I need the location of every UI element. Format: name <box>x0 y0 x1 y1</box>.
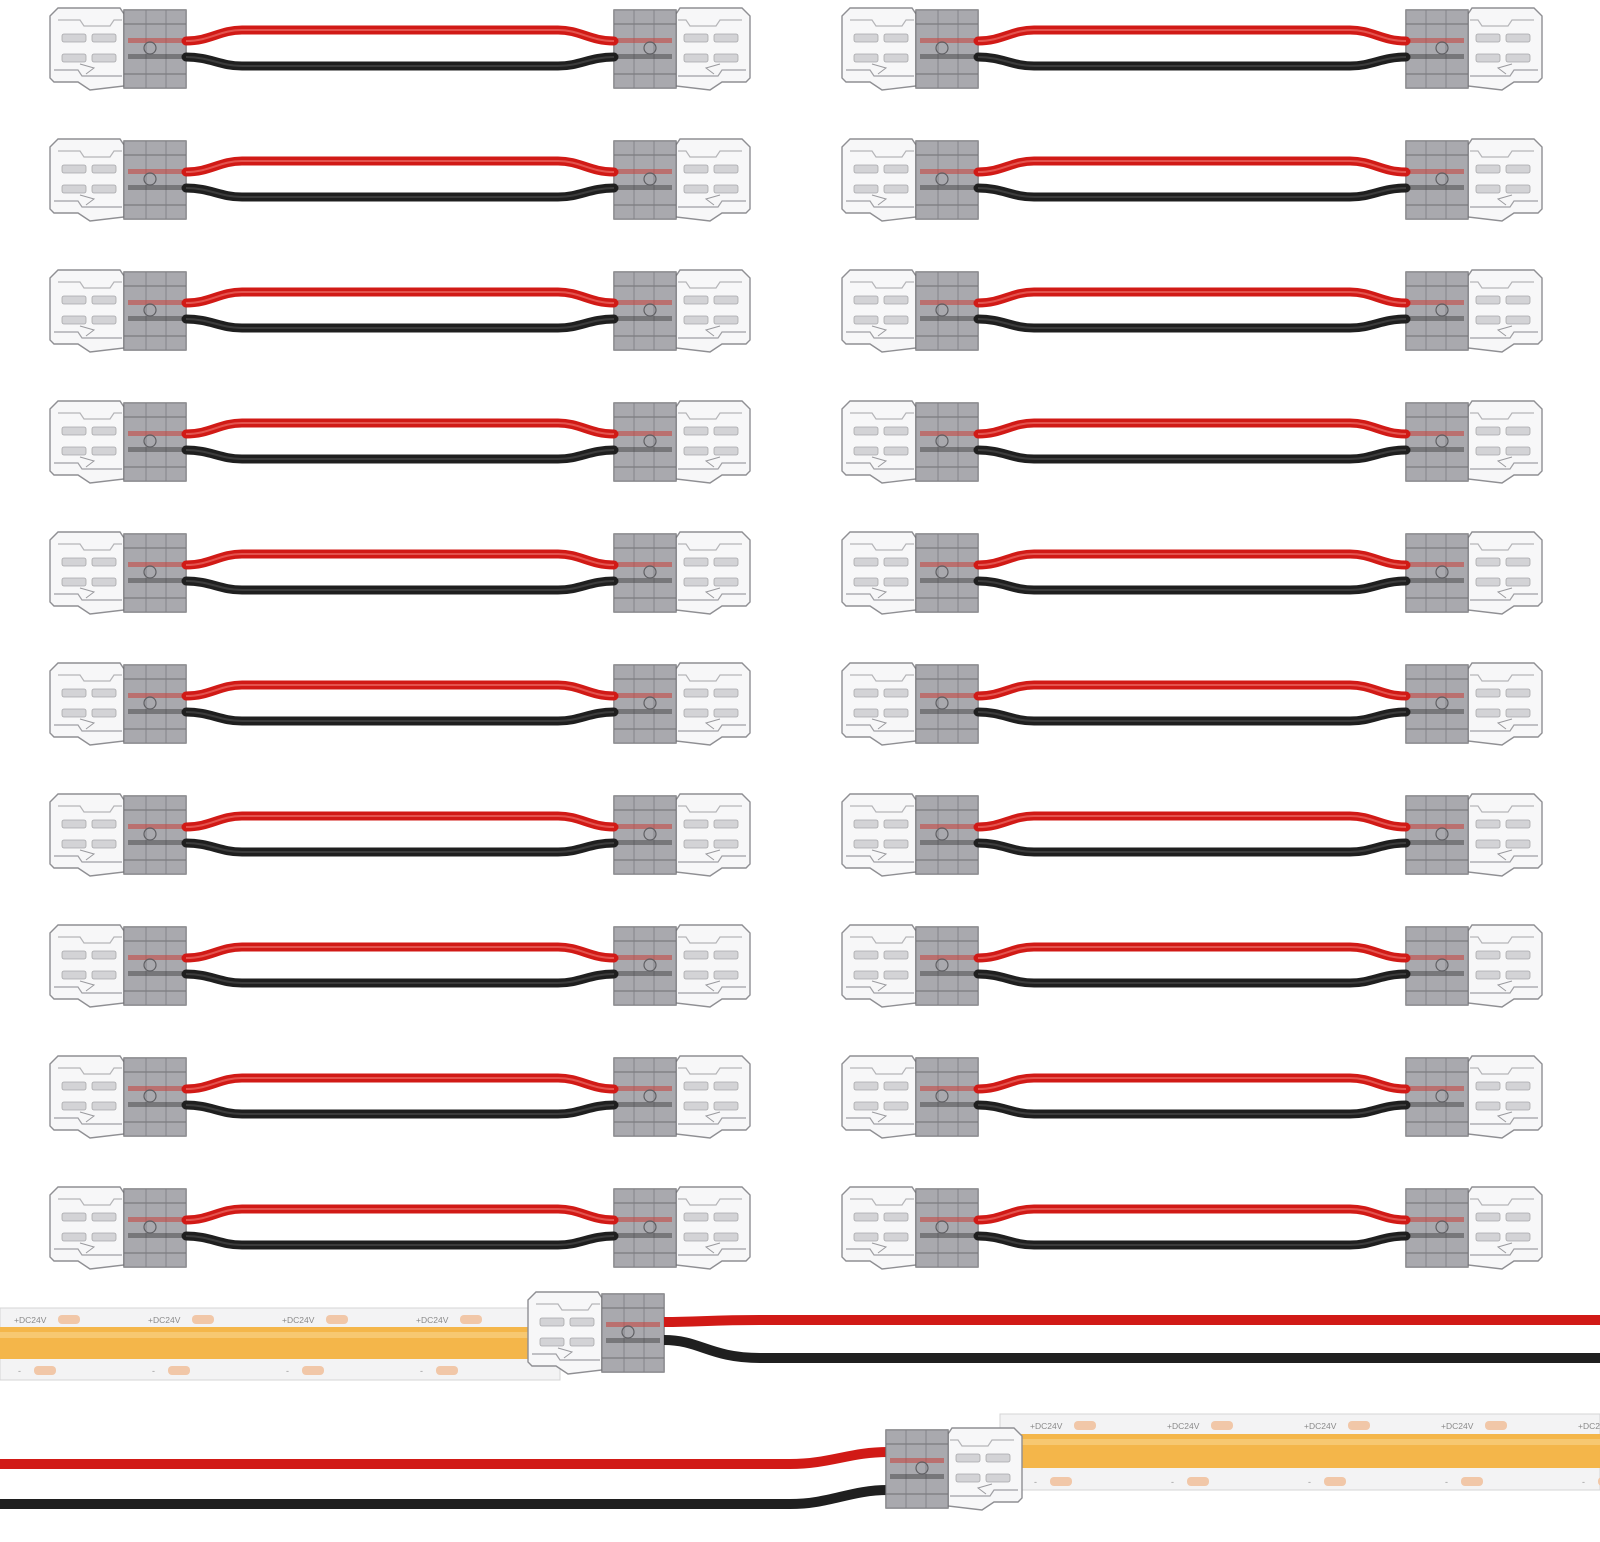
strip-polarity-label: +DC24V <box>1304 1421 1337 1431</box>
strip-minus-label: - <box>152 1366 155 1376</box>
solder-pad <box>34 1366 56 1375</box>
jumper-connector <box>842 1187 1542 1269</box>
jumper-connector <box>842 270 1542 352</box>
strip-minus-label: - <box>1034 1477 1037 1487</box>
jumper-connector <box>842 794 1542 876</box>
connector-grid <box>50 8 1542 1269</box>
jumper-connector <box>842 8 1542 90</box>
strip-polarity-label: +DC24V <box>416 1315 449 1325</box>
strip-minus-label: - <box>1445 1477 1448 1487</box>
jumper-connector <box>50 532 750 614</box>
solder-pad <box>460 1315 482 1324</box>
solder-pad <box>1324 1477 1346 1486</box>
strip-polarity-label: +DC24V <box>1167 1421 1200 1431</box>
strip-minus-label: - <box>1171 1477 1174 1487</box>
solder-pad <box>1348 1421 1370 1430</box>
jumper-connector <box>842 532 1542 614</box>
solder-pad <box>326 1315 348 1324</box>
solder-pad <box>302 1366 324 1375</box>
solder-pad <box>192 1315 214 1324</box>
strip-polarity-label: +DC24V <box>1441 1421 1474 1431</box>
strip-polarity-label: +DC24V <box>1030 1421 1063 1431</box>
jumper-connector <box>50 8 750 90</box>
jumper-connector <box>50 663 750 745</box>
led-strip-demo-bottom: +DC24V - +DC24V - +DC24V - +DC24V - +DC24V - <box>0 1413 1600 1511</box>
solder-pad <box>1050 1477 1072 1486</box>
strip-polarity-label: +DC24V <box>148 1315 181 1325</box>
strip-polarity-label: +DC24V <box>14 1315 47 1325</box>
solder-pad <box>436 1366 458 1375</box>
strip-minus-label: - <box>420 1366 423 1376</box>
solder-pad <box>1074 1421 1096 1430</box>
strip-minus-label: - <box>18 1366 21 1376</box>
solder-pad <box>1187 1477 1209 1486</box>
strip-connector-bottom <box>885 1427 1023 1511</box>
solder-pad <box>1485 1421 1507 1430</box>
strip-minus-label: - <box>286 1366 289 1376</box>
jumper-connector <box>50 925 750 1007</box>
solder-pad <box>168 1366 190 1375</box>
jumper-connector <box>842 663 1542 745</box>
strip-polarity-label: +DC24V <box>1578 1421 1600 1431</box>
jumper-connector <box>842 925 1542 1007</box>
jumper-connector <box>50 139 750 221</box>
solder-pad <box>1461 1477 1483 1486</box>
strip-minus-label: - <box>1582 1477 1585 1487</box>
led-strip-demo-top: +DC24V - +DC24V - +DC24V - +DC24V - <box>0 1291 1600 1381</box>
jumper-connector <box>842 139 1542 221</box>
strip-connector-top <box>527 1291 665 1375</box>
solder-pad <box>1211 1421 1233 1430</box>
strip-minus-label: - <box>1308 1477 1311 1487</box>
jumper-connector <box>50 1187 750 1269</box>
jumper-connector <box>50 794 750 876</box>
jumper-connector <box>50 1056 750 1138</box>
jumper-connector <box>50 270 750 352</box>
jumper-connector <box>50 401 750 483</box>
solder-pad <box>58 1315 80 1324</box>
jumper-connector <box>842 401 1542 483</box>
jumper-connector <box>842 1056 1542 1138</box>
strip-polarity-label: +DC24V <box>282 1315 315 1325</box>
